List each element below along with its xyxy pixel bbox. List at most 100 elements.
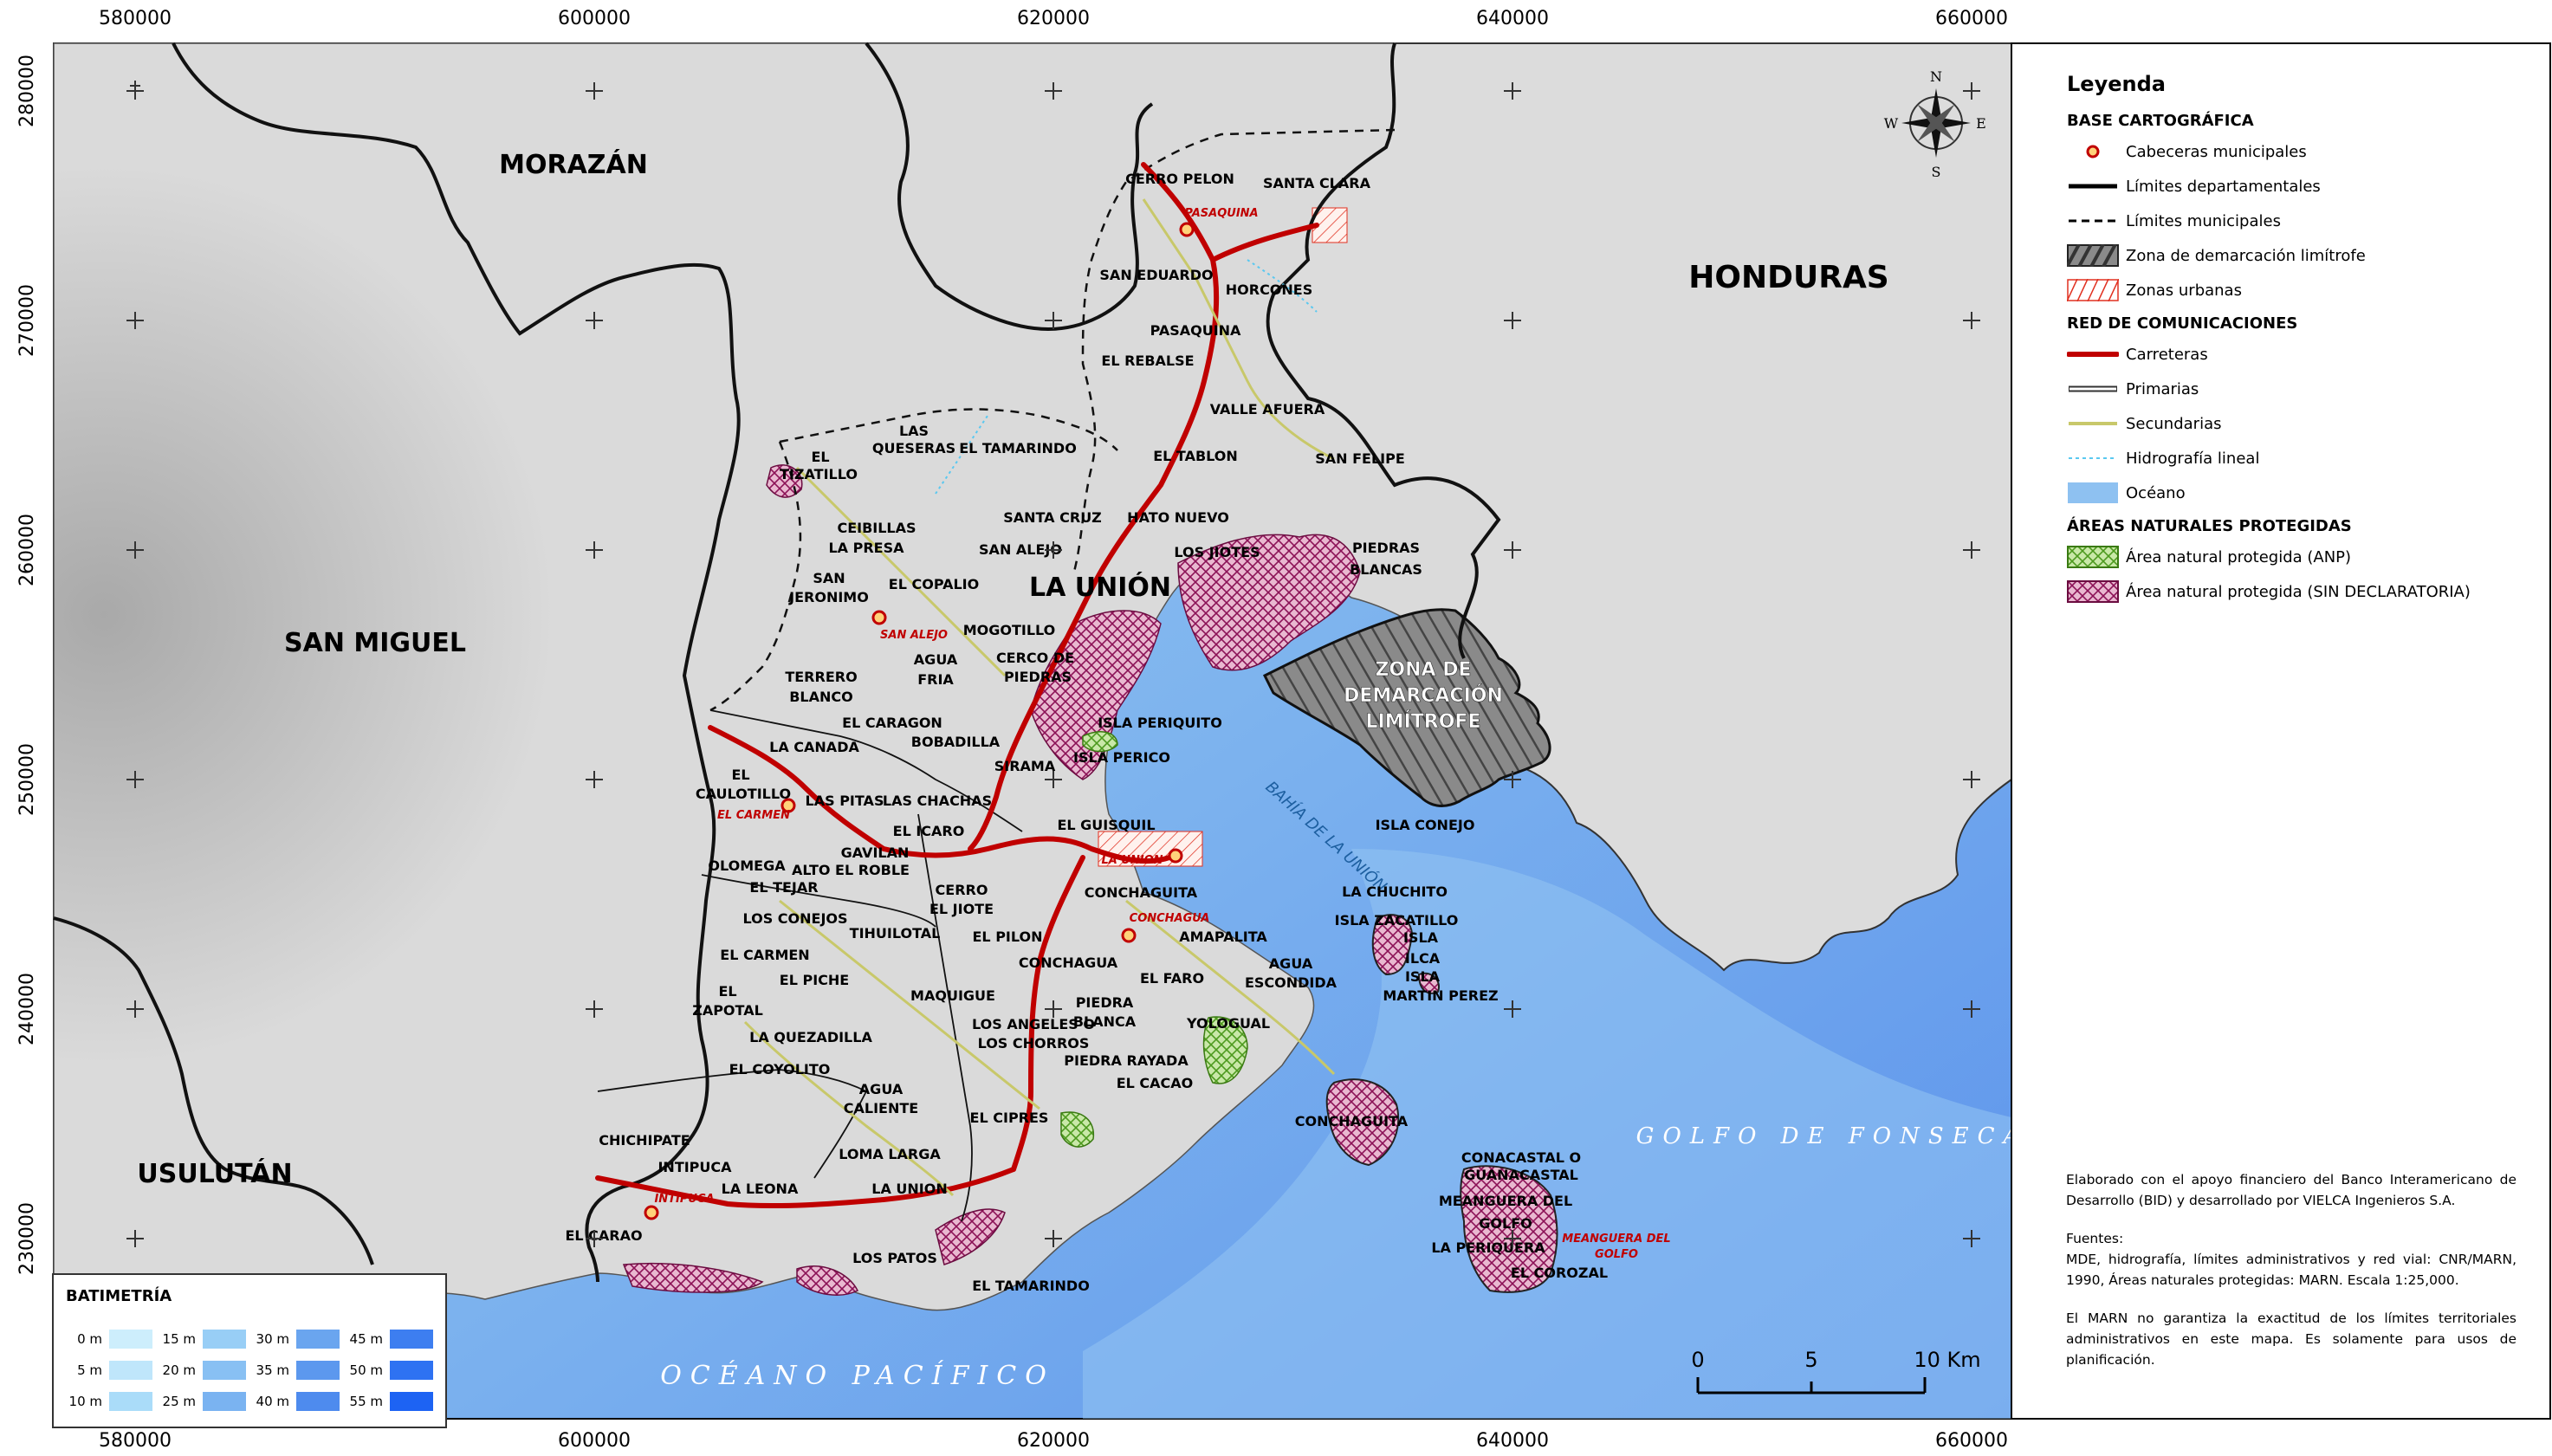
place-label: JERONIMO [788, 589, 869, 605]
place-label: EL PILON [973, 929, 1043, 945]
grid-cross [1504, 1230, 1521, 1247]
place-label: LA LEONA [722, 1181, 799, 1197]
place-label: BOBADILLA [911, 734, 1001, 750]
place-label: HORCONES [1226, 281, 1313, 298]
legend-item-label: Zona de demarcación limítrofe [2126, 246, 2366, 265]
grid-cross [126, 1000, 144, 1018]
grid-cross [1963, 1230, 1980, 1247]
bathymetry-level-label: 15 m [162, 1331, 196, 1347]
region-usulutan: USULUTÁN [137, 1158, 292, 1189]
grid-cross [1504, 771, 1521, 788]
coord-x-4-top: 640000 [1476, 8, 1549, 29]
cabecera-intipuca-dot-icon [644, 1205, 659, 1220]
place-label: LA PRESA [828, 540, 904, 556]
place-label: CONCHAGUITA [1295, 1113, 1409, 1129]
municipio-pasaquina: PASAQUINA [1150, 322, 1241, 339]
place-label: ISLA PERIQUITO [1098, 715, 1222, 731]
coord-y-3: 260000 [16, 514, 38, 586]
dot-icon [2067, 140, 2119, 163]
protected-el-carao [622, 1262, 764, 1293]
compass-w: W [1884, 115, 1899, 132]
scale-tick-10: 10 Km [1914, 1348, 1980, 1372]
place-label: GAVILAN [841, 844, 910, 861]
legend-item-label: Cabeceras municipales [2126, 142, 2307, 161]
bathymetry-level: 5 m [66, 1355, 159, 1386]
legend-item-label: Océano [2126, 483, 2186, 502]
bathymetry-swatch [390, 1361, 433, 1380]
bathymetry-level: 10 m [66, 1386, 159, 1417]
bathymetry-title: BATIMETRÍA [66, 1287, 172, 1305]
place-label: FRIA [917, 671, 954, 688]
place-label: CONACASTAL O [1461, 1149, 1581, 1166]
place-label: EL [718, 983, 736, 1000]
place-label: SANTA CLARA [1263, 175, 1371, 191]
place-label: LAS PITAS [806, 793, 884, 809]
municipal-boundaries [709, 128, 1396, 712]
bathymetry-level: 25 m [159, 1386, 253, 1417]
place-label: ZAPOTAL [692, 1002, 763, 1019]
legend-item-label: Área natural protegida (ANP) [2126, 547, 2352, 566]
bathymetry-level-label: 25 m [162, 1394, 196, 1409]
legend-item: Primarias [2067, 372, 2528, 406]
legend-item-label: Primarias [2126, 379, 2199, 398]
bathymetry-swatch [203, 1392, 246, 1411]
municipio-meanguera-1: MEANGUERA DEL [1439, 1193, 1572, 1209]
municipio-meanguera-2: GOLFO [1479, 1215, 1532, 1232]
coord-labels-bottom: 580000 600000 620000 640000 660000 [99, 1430, 2008, 1452]
zona-demarcacion-limitrofe [1262, 608, 1551, 807]
place-label: AGUA [914, 651, 958, 668]
zona-demarcacion-label: ZONA DE DEMARCACIÓN LIMÍTROFE [1344, 659, 1503, 734]
credits-notes: Elaborado con el apoyo financiero del Ba… [2066, 1169, 2516, 1388]
place-label: ISLA PERICO [1073, 749, 1170, 766]
bathymetry-swatch [296, 1330, 340, 1349]
place-label: TERRERO [785, 669, 857, 685]
legend-item-label: Secundarias [2126, 414, 2222, 433]
place-label: EL [731, 767, 749, 783]
bathymetry-level-label: 40 m [256, 1394, 289, 1409]
bathymetry-swatch [109, 1330, 152, 1349]
magenta-crosshatch-icon [2067, 580, 2119, 603]
coord-labels-top: 580000 600000 620000 640000 660000 [99, 8, 2008, 29]
municipal-boundaries-solid [597, 709, 1023, 1222]
place-label: CAULOTILLO [696, 786, 791, 802]
municipio-intipuca: INTIPUCA [657, 1159, 732, 1175]
bathymetry-swatch [109, 1392, 152, 1411]
place-label: EL ICARO [893, 823, 965, 839]
place-label: AGUA [859, 1081, 904, 1097]
bathymetry-swatch [296, 1392, 340, 1411]
scale-tick-0: 0 [1691, 1348, 1704, 1372]
place-label: EL GUISQUIL [1057, 817, 1155, 833]
place-label: EL CACAO [1117, 1075, 1194, 1091]
place-label: YOLOGUAL [1186, 1015, 1270, 1032]
legend-item-label: Límites municipales [2126, 211, 2281, 230]
legend-item: Límites departamentales [2067, 169, 2528, 204]
legend-item-label: Zonas urbanas [2126, 281, 2242, 300]
place-label: CALIENTE [844, 1100, 918, 1116]
grid-cross [1963, 82, 1980, 100]
grid-cross [1045, 771, 1062, 788]
cabecera-meanguera-2: GOLFO [1595, 1248, 1638, 1261]
cabecera-meanguera-1: MEANGUERA DEL [1562, 1233, 1670, 1246]
grid-cross [586, 1230, 603, 1247]
place-label: PIEDRAS [1004, 669, 1072, 685]
place-label: CHICHIPATE [599, 1132, 690, 1149]
credits-note-1: Elaborado con el apoyo financiero del Ba… [2066, 1172, 2516, 1208]
region-san-miguel: SAN MIGUEL [284, 628, 466, 658]
bathymetry-level: 20 m [159, 1355, 253, 1386]
grid-cross [1045, 1000, 1062, 1018]
bathymetry-swatch [390, 1330, 433, 1349]
place-label: GUANACASTAL [1464, 1167, 1578, 1183]
protected-tizatillo [766, 464, 803, 498]
place-label: EL PICHE [780, 972, 849, 988]
grid-cross [586, 1000, 603, 1018]
place-label: OLOMEGA [708, 857, 786, 874]
blue-dotted-icon [2067, 447, 2119, 469]
place-label: HATO NUEVO [1127, 509, 1229, 526]
island-martin-perez [1417, 972, 1440, 994]
legend-item: Cabeceras municipales [2067, 134, 2528, 169]
legend-section-title: RED DE COMUNICACIONES [2067, 314, 2298, 333]
place-label: LA QUEZADILLA [749, 1029, 872, 1045]
credits-note-4: El MARN no garantiza la exactitud de los… [2066, 1310, 2516, 1368]
